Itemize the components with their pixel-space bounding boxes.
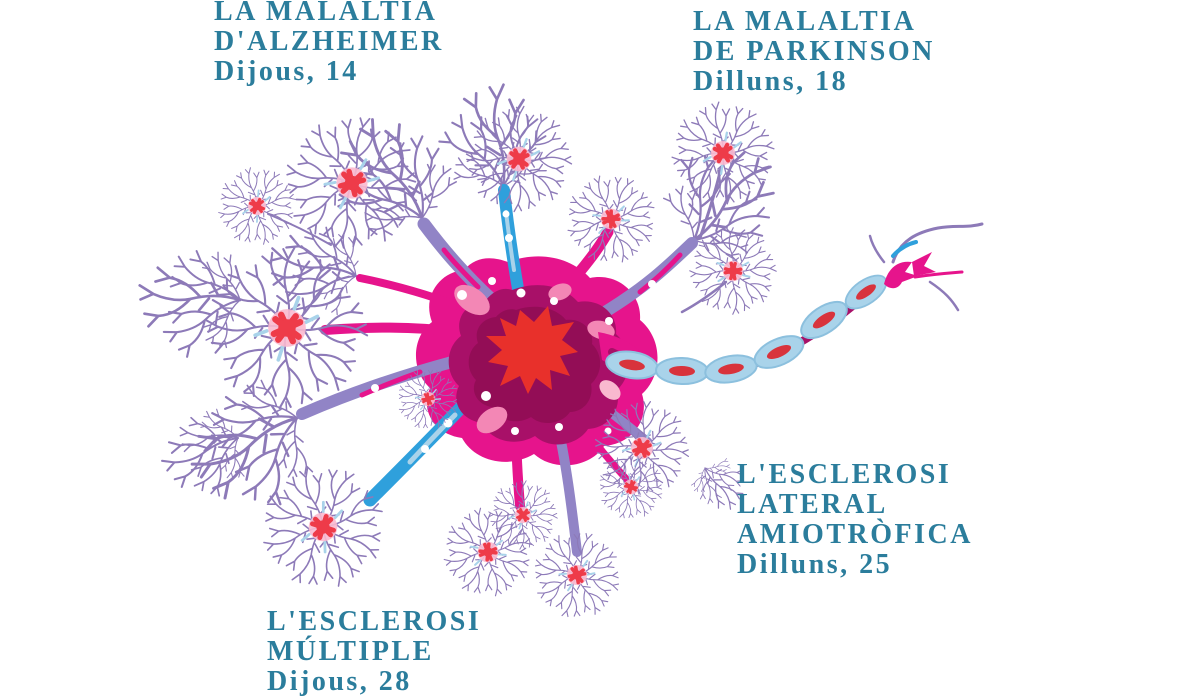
label-date: Dijous, 14 bbox=[214, 56, 359, 87]
nucleus bbox=[448, 283, 629, 445]
label-title-line: L'ESCLEROSI bbox=[267, 606, 482, 637]
label-title-line: L'ESCLEROSI bbox=[737, 459, 952, 490]
axon-terminals bbox=[868, 222, 984, 312]
label-title-line: D'ALZHEIMER bbox=[214, 26, 444, 57]
label-esclerosi-lateral: L'ESCLEROSI LATERAL AMIOTRÒFICA Dilluns,… bbox=[737, 460, 973, 580]
label-date: Dilluns, 18 bbox=[693, 66, 849, 97]
label-title-line: LA MALALTIA bbox=[214, 0, 438, 27]
label-title-line: AMIOTRÒFICA bbox=[737, 519, 973, 550]
label-esclerosi-multiple: L'ESCLEROSI MÚLTIPLE Dijous, 28 bbox=[267, 607, 481, 697]
label-date: Dilluns, 25 bbox=[737, 549, 893, 580]
label-alzheimer: LA MALALTIA D'ALZHEIMER Dijous, 14 bbox=[214, 0, 444, 87]
vesicle-dots bbox=[371, 210, 656, 453]
label-title-line: DE PARKINSON bbox=[693, 36, 935, 67]
label-title-line: LA MALALTIA bbox=[693, 6, 917, 37]
label-date: Dijous, 28 bbox=[267, 666, 412, 697]
label-parkinson: LA MALALTIA DE PARKINSON Dilluns, 18 bbox=[693, 7, 935, 97]
label-title-line: LATERAL bbox=[737, 489, 888, 520]
label-title-line: MÚLTIPLE bbox=[267, 636, 434, 667]
